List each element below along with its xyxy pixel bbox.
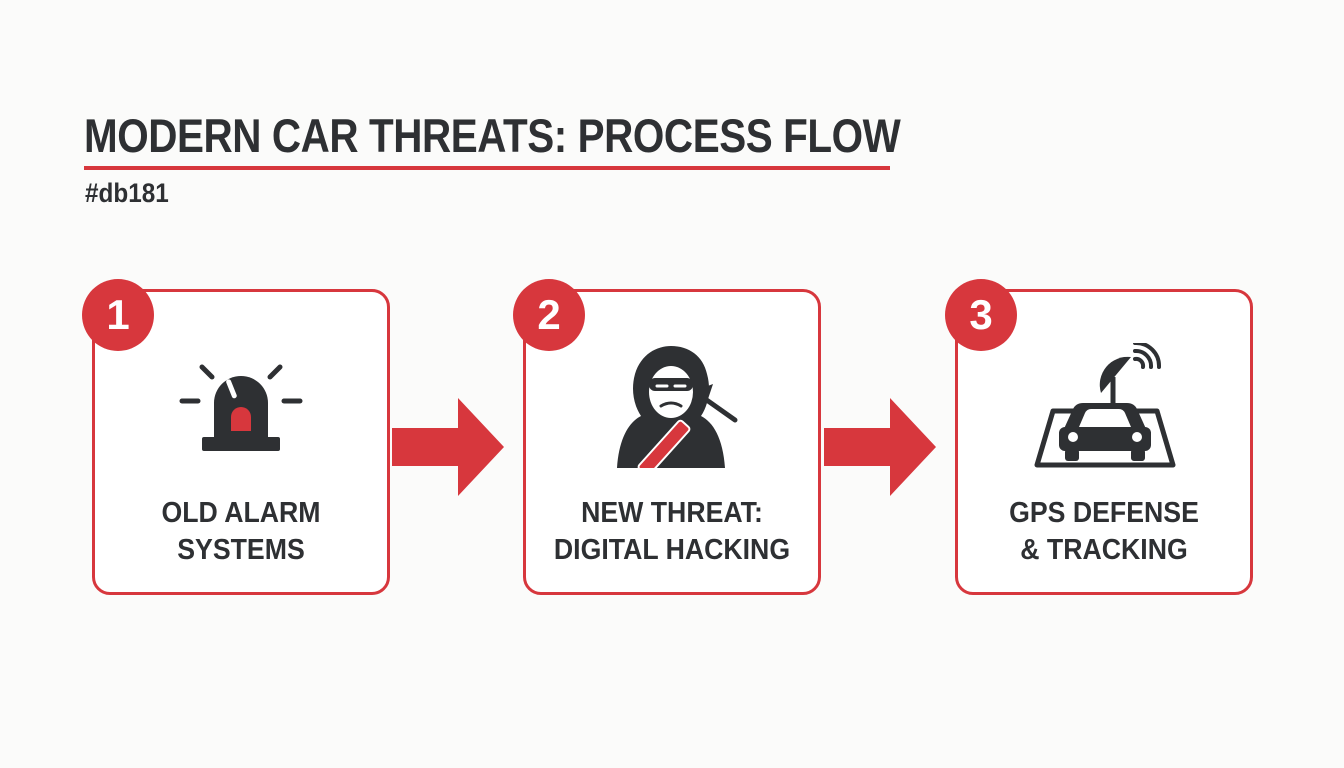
flow-arrow-2 bbox=[824, 398, 936, 496]
step-label-3: GPS DEFENSE & TRACKING bbox=[1009, 497, 1199, 566]
car-satellite-tracking-icon bbox=[958, 342, 1250, 470]
step-card-1: 1 OLD ALARM SYSTEMS bbox=[82, 279, 390, 595]
siren-alarm-icon bbox=[95, 342, 387, 470]
step-card-3: 3 GPS DEFENSE & TRACKING bbox=[945, 279, 1253, 595]
step-label-1: OLD ALARM SYSTEMS bbox=[161, 497, 321, 566]
step-number-badge-2: 2 bbox=[513, 279, 585, 351]
step-card-2: 2 NEW THREAT: DIGITAL HACKING bbox=[513, 279, 821, 595]
hooded-hacker-icon bbox=[526, 342, 818, 470]
page-subtitle: #db181 bbox=[85, 178, 169, 208]
flow-arrow-1 bbox=[392, 398, 504, 496]
step-number-badge-1: 1 bbox=[82, 279, 154, 351]
title-underline bbox=[84, 166, 890, 170]
page-title: MODERN CAR THREATS: PROCESS FLOW bbox=[84, 109, 901, 162]
step-number-badge-3: 3 bbox=[945, 279, 1017, 351]
step-label-2: NEW THREAT: DIGITAL HACKING bbox=[553, 497, 791, 566]
